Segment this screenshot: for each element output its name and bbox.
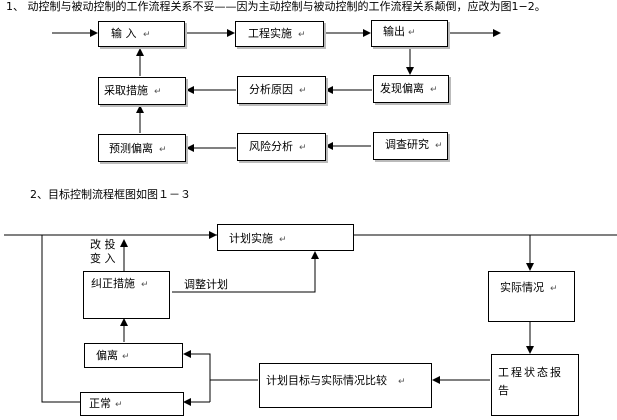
predict-deviation-box: 预测偏离 ↵ [98,134,186,162]
paragraph-mark: ↵ [122,352,130,362]
paragraph-mark: ↵ [279,235,287,245]
deviation-box: 偏离 ↵ [84,343,183,368]
survey-research-box: 调查研究 ↵ [373,132,448,160]
paragraph-mark: ↵ [299,86,307,96]
plan-implement-box: 计划实施 ↵ [217,224,354,251]
paragraph-mark: ↵ [298,30,306,40]
analyze-cause-label: 分析原因 [249,83,293,96]
implement-box: 工程实施 ↵ [235,21,324,47]
paragraph-mark: ↵ [154,87,162,97]
paragraph-mark: ↵ [143,30,151,40]
arrow-corrective-to-plan-adjust [172,251,319,293]
actual-situation-label: 实际情况 [500,281,544,294]
plan-implement-label: 计划实施 [229,232,273,245]
take-measures-label: 采取措施 [104,84,148,97]
output-label: 输出 [383,25,405,38]
change-input-label-2: 变 入 [90,252,116,265]
paragraph-mark: ↵ [398,377,406,387]
output-box: 输出 ↵ [371,20,448,47]
paragraph-mark: ↵ [550,284,558,294]
paragraph-mark: ↵ [408,28,416,38]
find-deviation-box: 发现偏离 ↵ [373,75,449,103]
deviation-label: 偏离 [96,349,118,362]
paragraph-mark: ↵ [430,85,438,95]
normal-feedback-line [41,235,80,403]
paragraph-mark: ↵ [435,141,443,151]
compare-label: 计划目标与实际情况比较 [266,374,387,387]
find-deviation-label: 发现偏离 [380,82,424,95]
heading-1: 1、 动控制与被动控制的工作流程关系不妥——因为主动控制与被动控制的工作流程关系… [6,0,546,13]
take-measures-box: 采取措施 ↵ [98,77,186,105]
corrective-measures-box: 纠正措施 ↵ [83,271,170,319]
arrow-compare-to-deviation [183,350,258,381]
input-box: 输 入 ↵ [98,21,185,47]
paragraph-mark: ↵ [141,280,149,290]
adjust-plan-label: 调整计划 [184,278,228,291]
paragraph-mark: ↵ [299,143,307,153]
survey-research-label: 调查研究 [385,138,429,151]
normal-box: 正常 ↵ [80,392,184,416]
implement-label: 工程实施 [248,27,292,40]
normal-label: 正常 [89,397,111,410]
risk-analysis-box: 风险分析 ↵ [237,133,326,161]
paragraph-mark: ↵ [115,400,123,410]
predict-deviation-label: 预测偏离 [109,142,153,155]
compare-box: 计划目标与实际情况比较 ↵ [259,363,432,408]
change-input-label-1: 改 投 [90,238,116,251]
corrective-measures-label: 纠正措施 [91,277,135,290]
risk-analysis-label: 风险分析 [249,140,293,153]
input-label: 输 入 [111,27,137,40]
analyze-cause-box: 分析原因 ↵ [237,76,326,104]
status-report-label: 工程状态报告 [498,366,563,397]
paragraph-mark: ↵ [159,145,167,155]
actual-situation-box: 实际情况 ↵ [488,271,575,322]
status-report-box: 工程状态报告 [491,354,579,416]
heading-2: 2、目标控制流程框图如图１－３ [30,188,191,201]
